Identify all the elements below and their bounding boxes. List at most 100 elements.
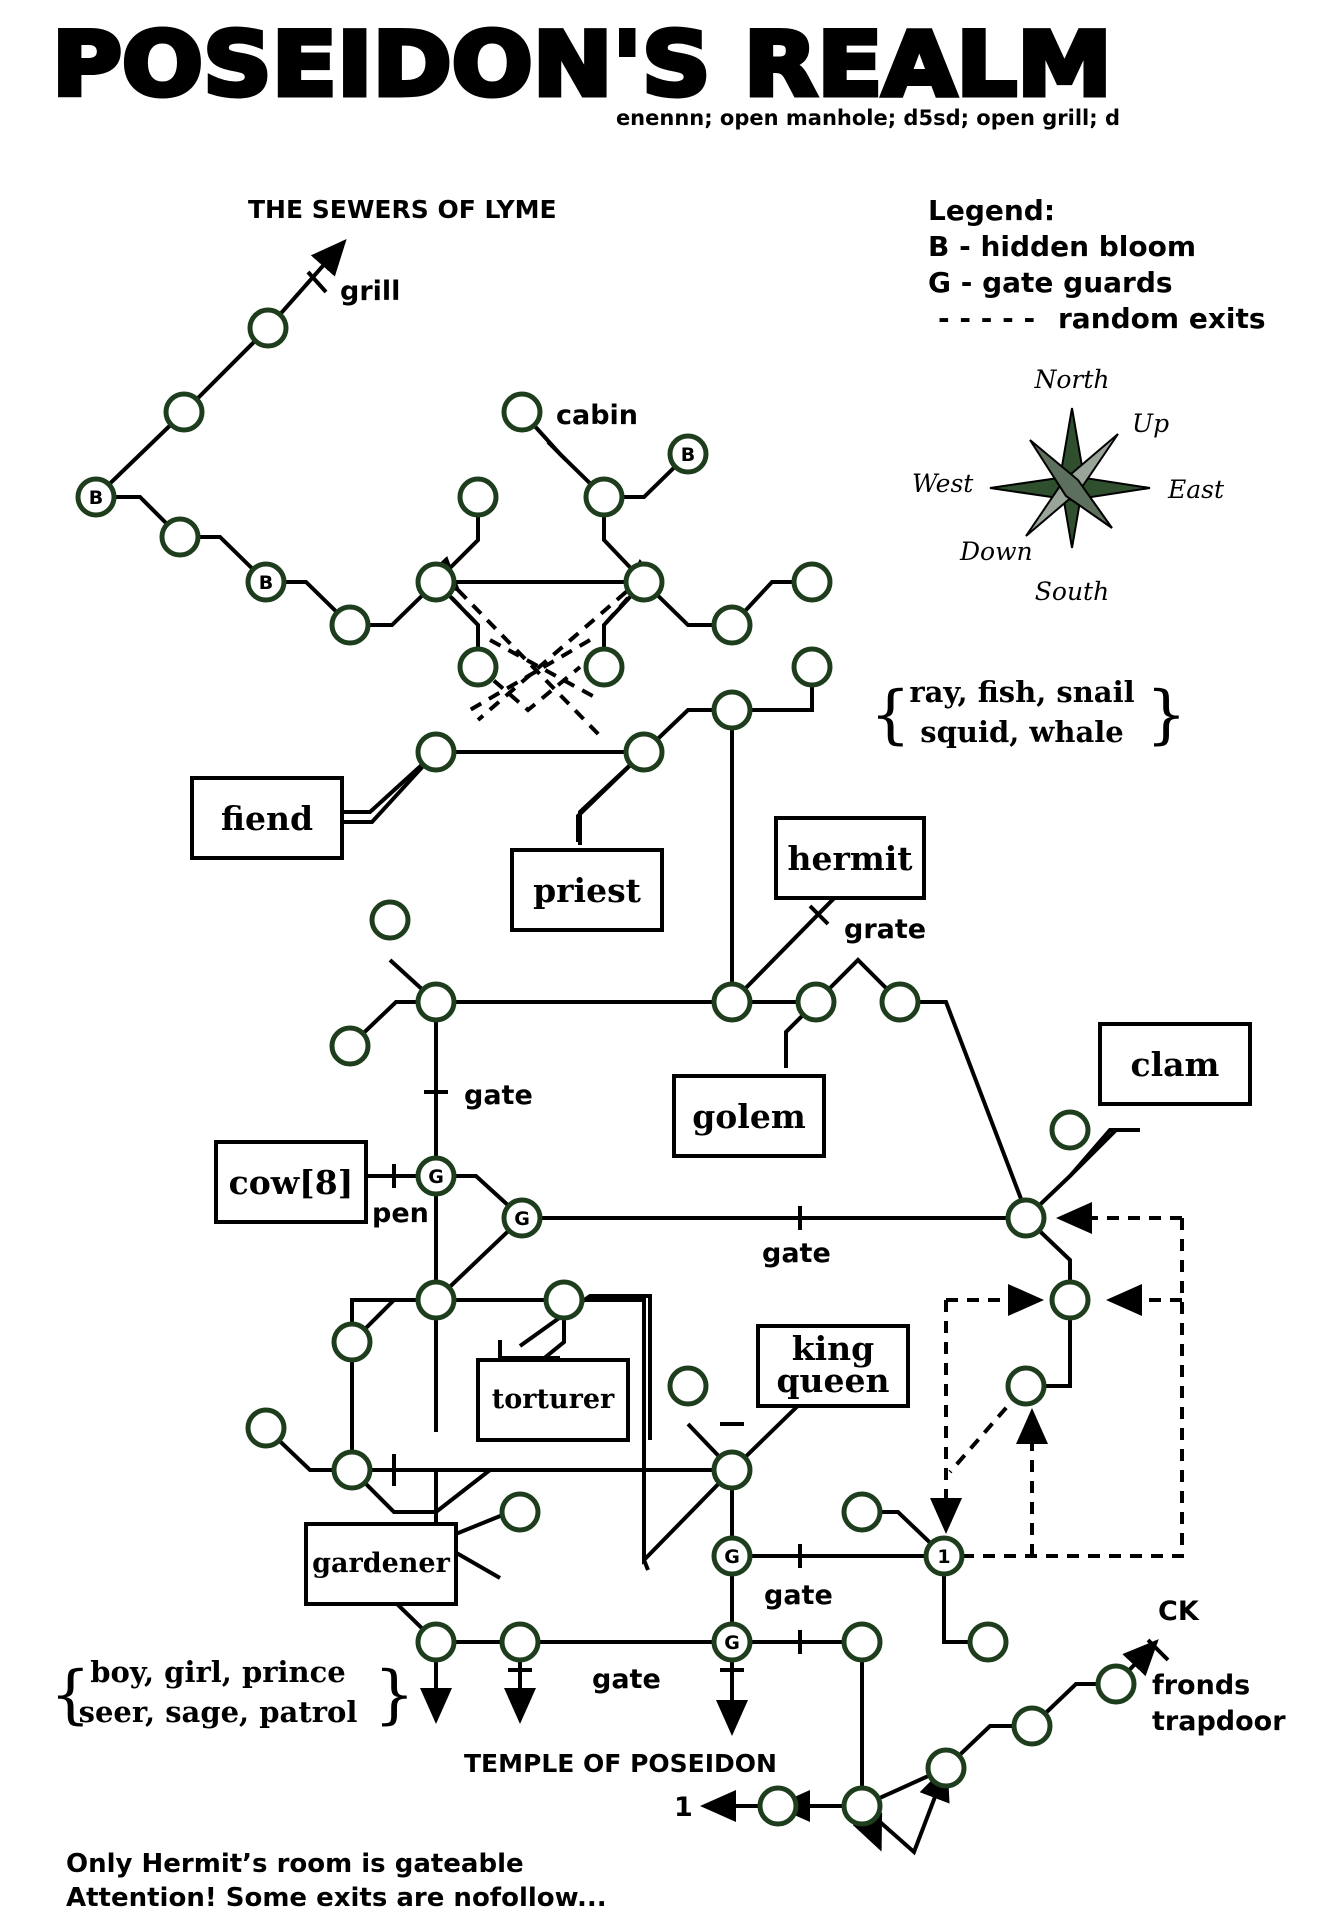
compass-star-icon bbox=[989, 407, 1151, 549]
room bbox=[841, 1785, 883, 1827]
room bbox=[795, 981, 837, 1023]
room bbox=[499, 1491, 541, 1533]
rooms bbox=[75, 307, 1137, 1827]
compass-south: South bbox=[1035, 577, 1109, 606]
label-ck: CK bbox=[1158, 1596, 1200, 1627]
room bbox=[247, 307, 289, 349]
label-golem: golem bbox=[692, 1097, 806, 1136]
label-gate: gate bbox=[592, 1664, 661, 1695]
label-clam: clam bbox=[1131, 1045, 1220, 1084]
room bbox=[711, 1449, 753, 1491]
room-random-1 bbox=[923, 1535, 965, 1577]
label-gate: gate bbox=[762, 1238, 831, 1269]
brace-left-icon: { bbox=[50, 1658, 91, 1732]
sea-creatures-line-1: ray, fish, snail bbox=[909, 675, 1134, 709]
room bbox=[329, 604, 371, 646]
room-gate-guard bbox=[415, 1155, 457, 1197]
label-queen: queen bbox=[776, 1361, 889, 1400]
guard-marker: G bbox=[724, 1546, 740, 1568]
room bbox=[841, 1491, 883, 1533]
room-gate-guard bbox=[501, 1197, 543, 1239]
compass-up: Up bbox=[1132, 409, 1169, 438]
room bbox=[791, 646, 833, 688]
room bbox=[415, 561, 457, 603]
room bbox=[711, 981, 753, 1023]
label-torturer: torturer bbox=[492, 1384, 615, 1415]
people-line-1: boy, girl, prince bbox=[90, 1655, 345, 1689]
guard-marker: G bbox=[724, 1632, 740, 1654]
legend-random-exits: random exits bbox=[1058, 302, 1266, 335]
legend-heading: Legend: bbox=[928, 194, 1055, 227]
label-gate: gate bbox=[464, 1080, 533, 1111]
room bbox=[667, 1365, 709, 1407]
box-king-queen bbox=[756, 1324, 910, 1408]
note-hermit-gateable: Only Hermit’s room is gateable bbox=[66, 1849, 524, 1879]
room-bloom bbox=[667, 433, 709, 475]
route-walkthrough: enennn; open manhole; d5sd; open grill; … bbox=[616, 106, 1120, 130]
room bbox=[159, 516, 201, 558]
label-cow: cow[8] bbox=[229, 1163, 354, 1202]
room bbox=[879, 981, 921, 1023]
box-hermit bbox=[774, 816, 926, 900]
random-exit-marker: 1 bbox=[937, 1546, 950, 1568]
label-hermit: hermit bbox=[787, 839, 913, 878]
bloom-marker: B bbox=[259, 572, 273, 594]
room bbox=[499, 1621, 541, 1663]
label-grill: grill bbox=[340, 276, 400, 307]
legend-guards: G - gate guards bbox=[928, 266, 1173, 299]
room-bloom bbox=[245, 561, 287, 603]
compass-rose: North South East West Up Down bbox=[912, 365, 1225, 606]
label-fiend: fiend bbox=[221, 799, 313, 838]
map-title: POSEIDON'S REALM bbox=[52, 13, 1112, 116]
room bbox=[329, 1025, 371, 1067]
box-priest bbox=[510, 848, 664, 932]
room bbox=[1005, 1197, 1047, 1239]
label-fronds: fronds bbox=[1152, 1670, 1250, 1701]
sea-creatures-line-2: squid, whale bbox=[920, 715, 1123, 749]
people-group: { boy, girl, prince seer, sage, patrol } bbox=[50, 1655, 415, 1732]
room-bloom bbox=[75, 476, 117, 518]
room-letters: B B B G G G G 1 bbox=[89, 444, 951, 1654]
room-gate-guard bbox=[711, 1535, 753, 1577]
sea-creatures-group: { ray, fish, snail squid, whale } bbox=[870, 675, 1187, 752]
room bbox=[583, 476, 625, 518]
room bbox=[1049, 1279, 1091, 1321]
room bbox=[1011, 1705, 1053, 1747]
note-nofollow: Attention! Some exits are nofollow... bbox=[66, 1883, 607, 1911]
compass-north: North bbox=[1033, 365, 1109, 394]
box-gardener bbox=[304, 1522, 458, 1606]
room bbox=[369, 899, 411, 941]
label-sewers: THE SEWERS OF LYME bbox=[248, 195, 557, 224]
compass-east: East bbox=[1167, 475, 1225, 504]
room bbox=[331, 1321, 373, 1363]
map-labels: THE SEWERS OF LYME grill cabin grate gat… bbox=[248, 195, 1286, 1823]
room bbox=[1005, 1365, 1047, 1407]
room bbox=[791, 561, 833, 603]
brace-left-icon: { bbox=[870, 678, 911, 752]
compass-down: Down bbox=[959, 537, 1033, 566]
label-gate: gate bbox=[764, 1580, 833, 1611]
room-cabin bbox=[501, 391, 543, 433]
label-priest: priest bbox=[533, 871, 642, 910]
label-gardener: gardener bbox=[312, 1548, 450, 1579]
label-king: king bbox=[792, 1329, 874, 1368]
room bbox=[457, 646, 499, 688]
room bbox=[1049, 1109, 1091, 1151]
brace-right-icon: } bbox=[374, 1658, 415, 1732]
room bbox=[757, 1785, 799, 1827]
box-golem bbox=[672, 1074, 826, 1158]
people-line-2: seer, sage, patrol bbox=[79, 1695, 358, 1729]
room-gate-guard bbox=[711, 1621, 753, 1663]
label-trapdoor: trapdoor bbox=[1152, 1706, 1286, 1737]
npc-boxes: fiend priest hermit golem clam cow[8] to… bbox=[190, 776, 1252, 1606]
room bbox=[543, 1279, 585, 1321]
brace-right-icon: } bbox=[1146, 678, 1187, 752]
bloom-marker: B bbox=[681, 444, 695, 466]
room bbox=[245, 1407, 287, 1449]
room bbox=[841, 1621, 883, 1663]
box-fiend bbox=[190, 776, 344, 860]
bloom-marker: B bbox=[89, 487, 103, 509]
room bbox=[967, 1621, 1009, 1663]
box-clam bbox=[1098, 1022, 1252, 1106]
room bbox=[583, 646, 625, 688]
